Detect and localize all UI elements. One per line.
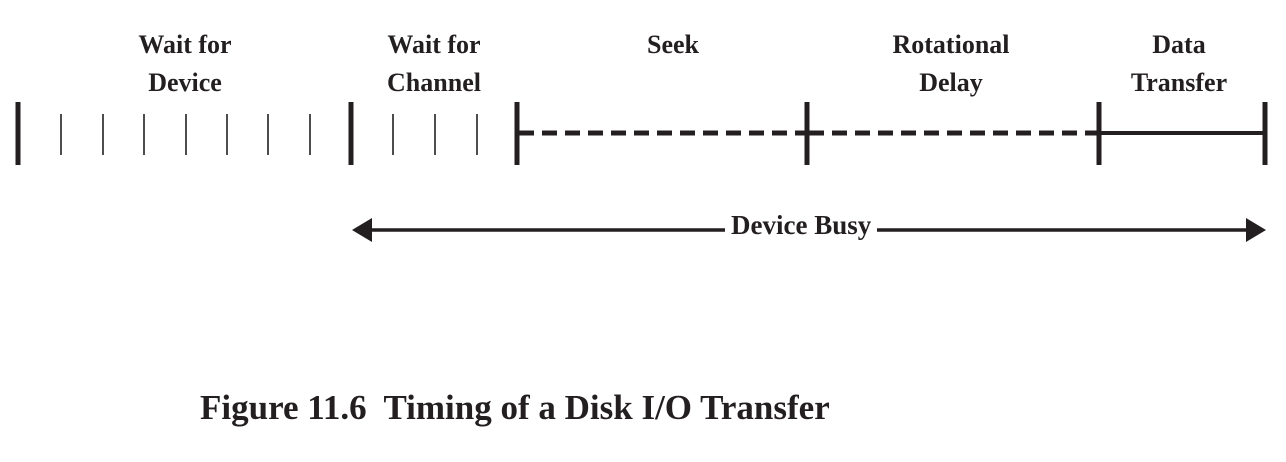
arrowhead-right-icon [1246, 218, 1266, 242]
device-busy-label: Device Busy [725, 210, 878, 241]
wait-channel-ticks [392, 114, 478, 155]
wait-device-ticks [60, 114, 311, 155]
label-seek: Seek [647, 30, 699, 59]
figure-caption: Figure 11.6 Timing of a Disk I/O Transfe… [200, 388, 830, 427]
arrowhead-left-icon [352, 218, 372, 242]
